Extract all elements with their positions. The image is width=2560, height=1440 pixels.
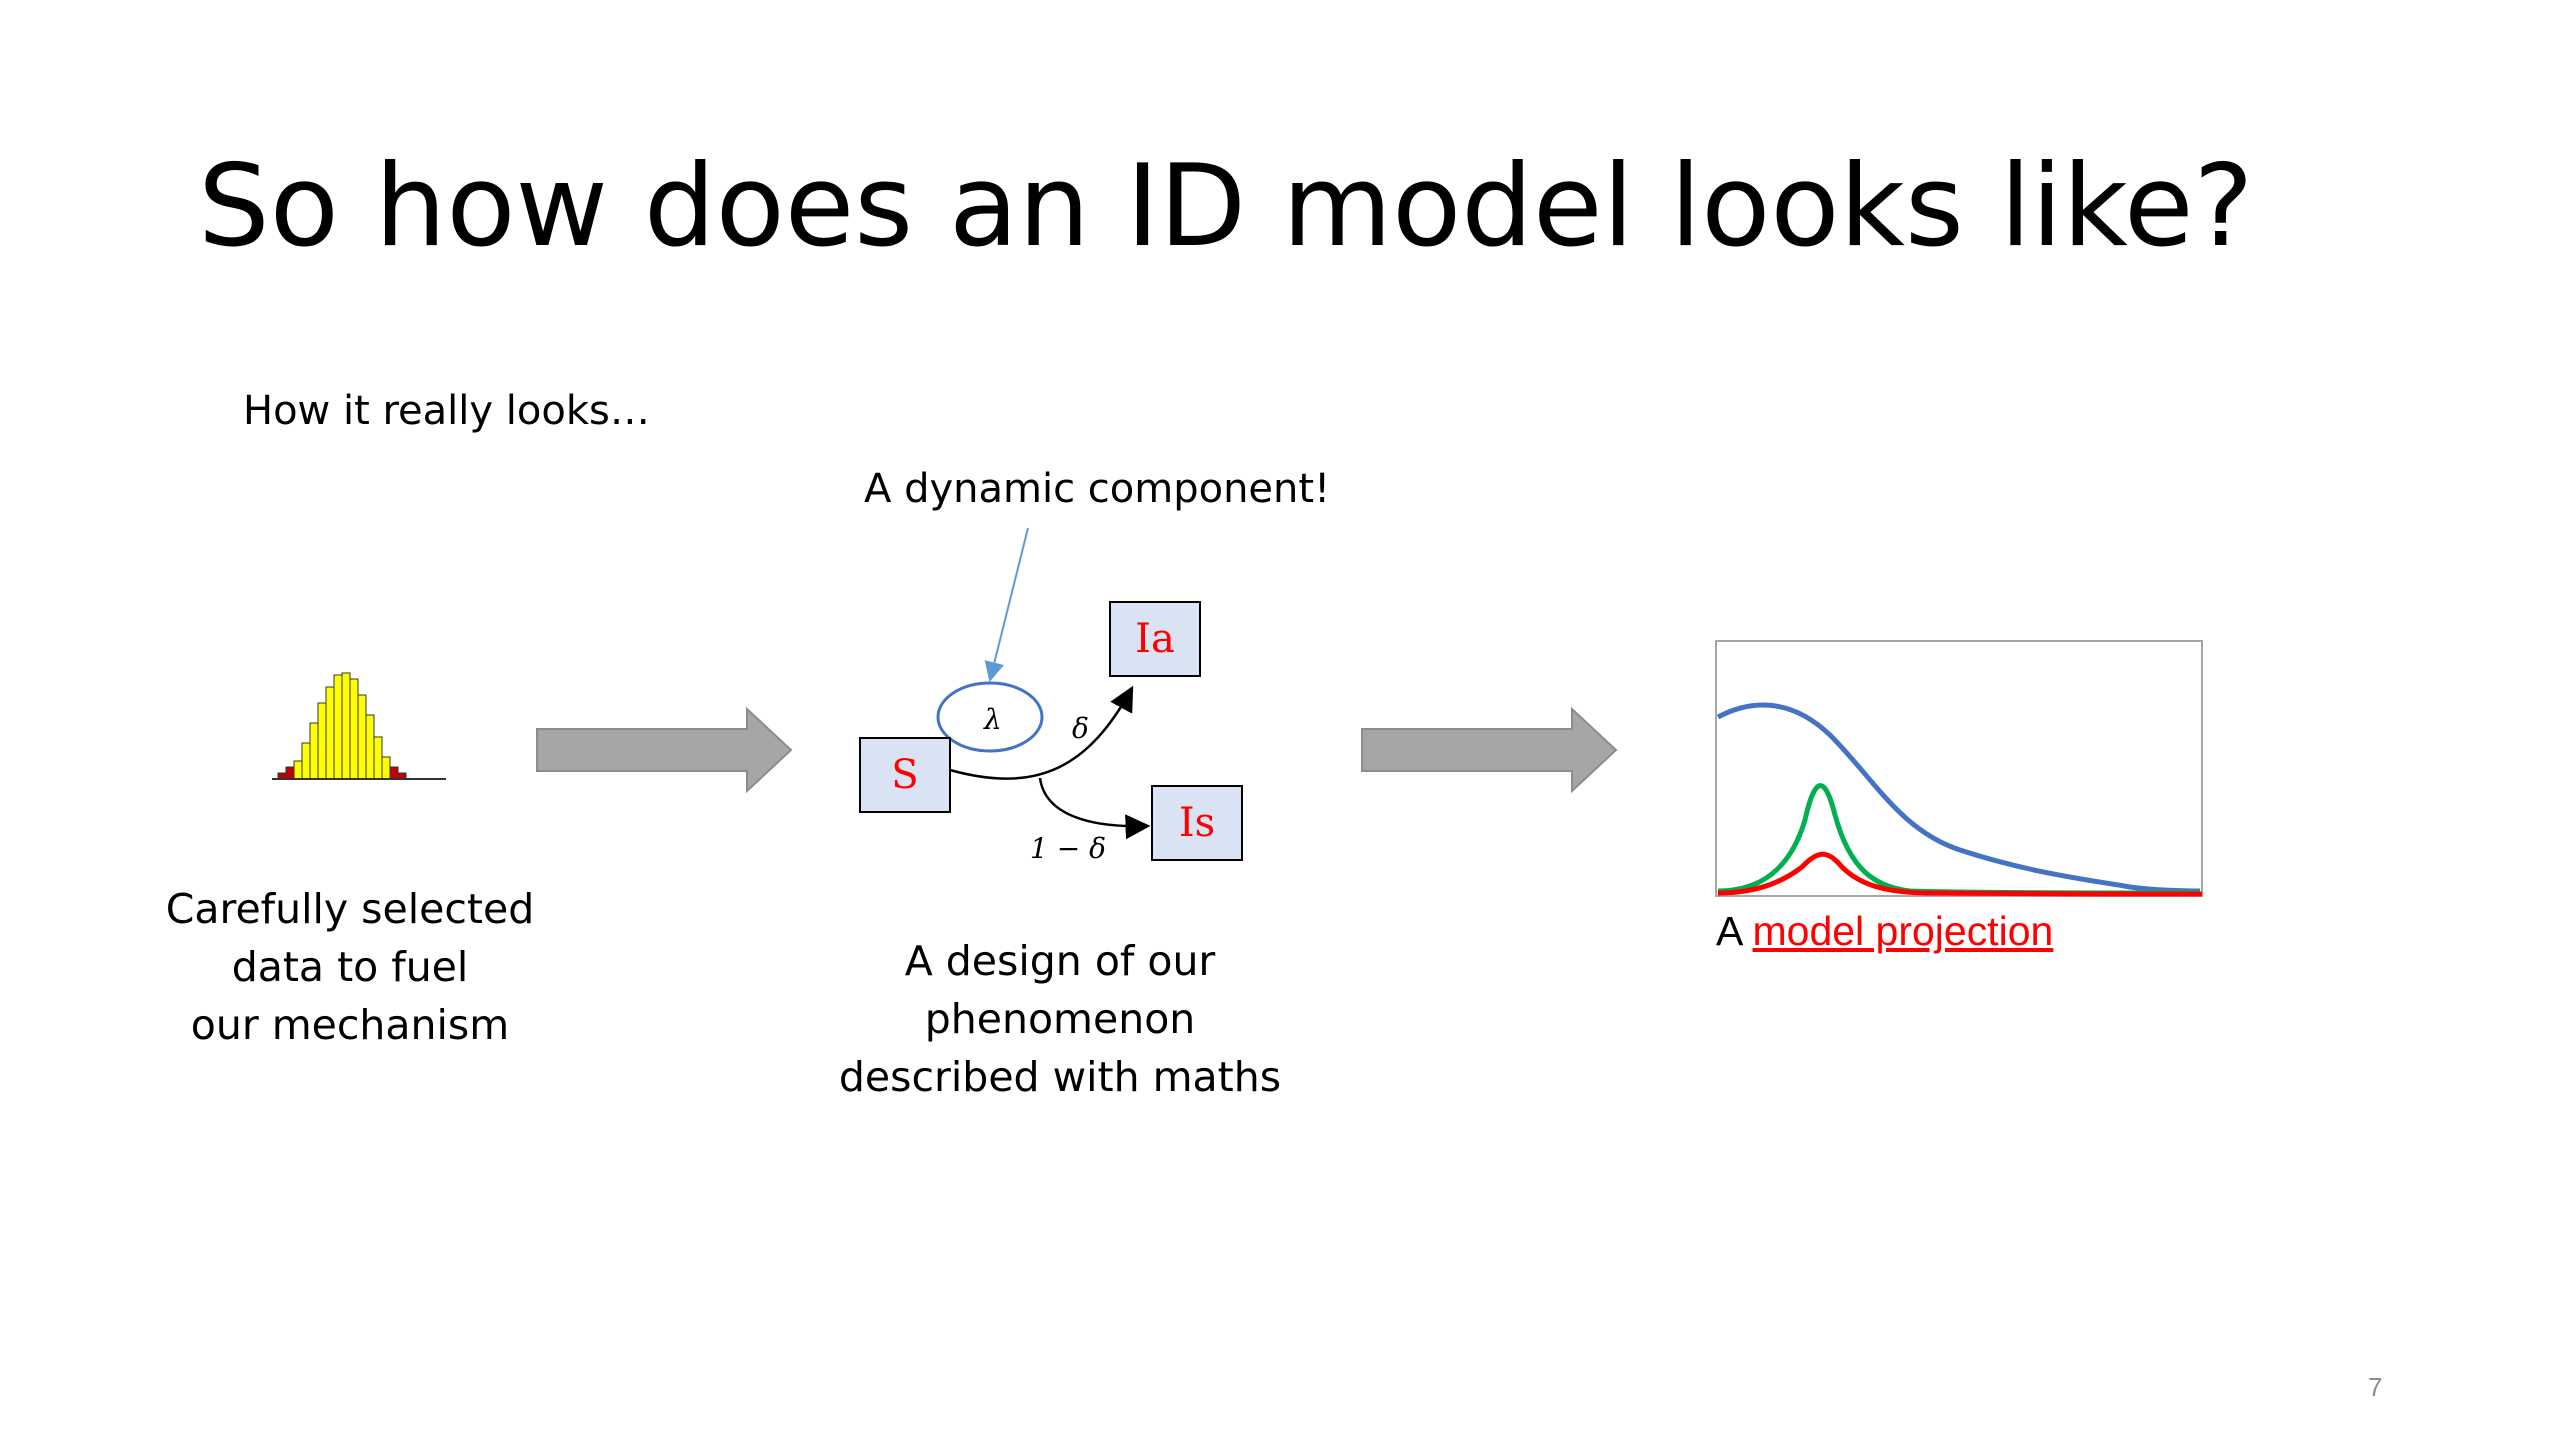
caption-left-line-1: Carefully selected (165, 885, 535, 933)
caption-middle-line-1: A design of our (904, 937, 1216, 985)
flow-arrow-2 (1361, 706, 1618, 794)
page-title: So how does an ID model looks like? (198, 140, 2254, 272)
compartment-diagram: λ S Ia Is δ 1 − δ (859, 527, 1243, 865)
flow-arrow-1 (536, 706, 793, 794)
node-is-label: Is (1179, 800, 1215, 846)
caption-right: A model projection (1716, 908, 2053, 955)
caption-left: Carefully selected data to fuel our mech… (120, 880, 580, 1054)
subtitle: How it really looks… (243, 388, 650, 434)
caption-right-prefix: A (1716, 908, 1753, 954)
caption-middle-line-3: described with maths (838, 1053, 1282, 1101)
arrow-s-to-ia (949, 685, 1134, 780)
page-number: 7 (2368, 1372, 2383, 1402)
plot-frame (1715, 640, 2203, 897)
delta-label: δ (1072, 712, 1089, 745)
one-minus-delta-label: 1 − δ (1030, 832, 1106, 865)
curve-red (1717, 851, 2203, 897)
node-is (1151, 785, 1243, 861)
lambda-ellipse (936, 681, 1044, 753)
dynamic-component-callout: A dynamic component! (864, 466, 1331, 512)
node-s (859, 737, 951, 813)
histogram-graphic (272, 672, 446, 780)
callout-pointer-arrow (984, 527, 1029, 682)
node-ia-label: Ia (1135, 616, 1175, 662)
curve-blue (1716, 702, 2201, 894)
caption-middle: A design of our phenomenon described wit… (800, 932, 1320, 1106)
caption-left-line-3: our mechanism (190, 1001, 510, 1049)
lambda-label: λ (983, 703, 1002, 736)
caption-left-line-2: data to fuel (231, 943, 469, 991)
caption-middle-line-2: phenomenon (924, 995, 1196, 1043)
model-projection-link[interactable]: model projection (1752, 908, 2054, 954)
model-projection-plot (1715, 640, 2203, 897)
node-s-label: S (891, 752, 918, 798)
arrow-s-to-is (1038, 777, 1151, 840)
node-ia (1109, 601, 1201, 677)
